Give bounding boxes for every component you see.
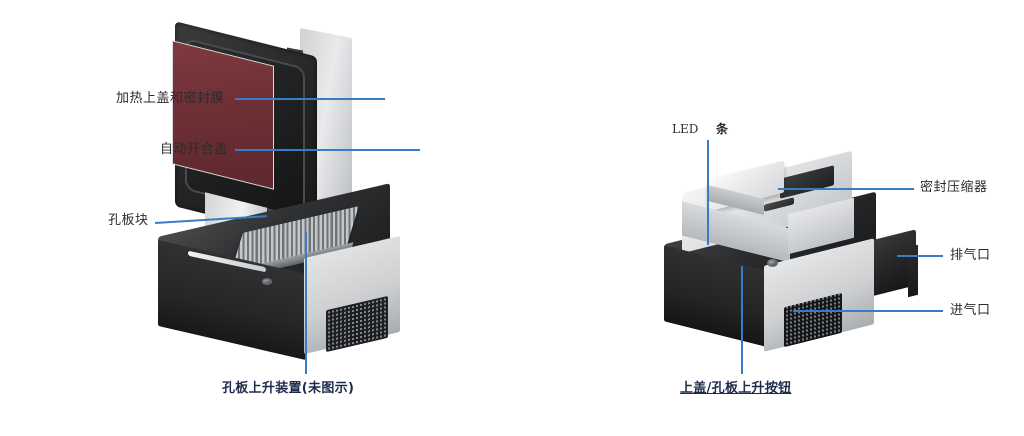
- label-seal-compressor: 密封压缩器: [920, 180, 988, 195]
- leader-line-heated-lid-seal-film: [235, 98, 385, 100]
- label-led-strip-cjk: 条: [716, 122, 729, 136]
- label-led-strip: LED 条: [672, 123, 728, 135]
- leader-line-lift-button: [741, 266, 743, 374]
- leader-line-seal-compressor: [778, 188, 914, 190]
- right-device-illustration: [660, 150, 960, 360]
- leader-line-plate-lift-device: [305, 232, 307, 374]
- lid-plate-lift-button[interactable]: [767, 259, 778, 267]
- heated-seal-panel: [172, 40, 274, 190]
- label-intake-port: 进气口: [950, 303, 991, 318]
- leader-line-auto-open-close-lid: [235, 149, 420, 151]
- label-exhaust-port: 排气口: [950, 248, 991, 263]
- label-well-plate-block: 孔板块: [108, 213, 149, 228]
- exhaust-port-side: [908, 244, 918, 298]
- label-led-strip-latin: LED: [672, 122, 699, 136]
- left-device-illustration: [150, 21, 450, 361]
- leader-line-exhaust-port: [897, 255, 943, 257]
- caption-lid-plate-lift-button: 上盖/孔板上升按钮: [680, 381, 792, 396]
- label-heated-lid-seal-film: 加热上盖和密封膜: [116, 91, 225, 106]
- label-auto-open-close-lid: 自动开合盖: [160, 142, 228, 157]
- leader-line-led-strip: [707, 140, 709, 245]
- leader-line-intake-port: [793, 310, 943, 312]
- lift-button[interactable]: [262, 278, 272, 285]
- caption-plate-lift-device: 孔板上升装置(未图示): [222, 381, 355, 396]
